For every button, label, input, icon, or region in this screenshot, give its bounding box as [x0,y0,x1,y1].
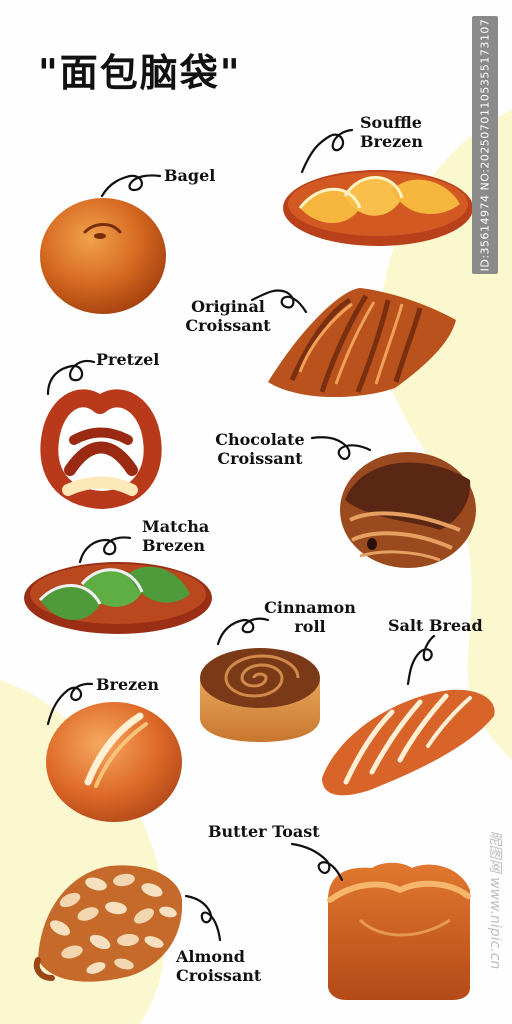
watermark-site: 昵图网 www.nipic.cn [486,790,506,1010]
watermark-id: ID:35614974 NO:20250701105355173107 [472,16,498,274]
watermark-id-text: ID:35614974 NO:20250701105355173107 [478,18,492,272]
label-souffle-brezen: Souffle Brezen [360,113,424,151]
label-salt-bread: Salt Bread [388,616,483,635]
watermark-id-background [472,16,498,274]
salt-bread-illustration [322,689,495,796]
almond-croissant-illustration [33,865,183,982]
label-almond-croissant: Almond Croissant [176,947,262,985]
souffle-brezen-illustration [283,170,473,246]
pretzel-illustration [40,389,162,509]
squiggle-original-croissant [250,289,308,314]
squiggle-almond-croissant [184,894,222,942]
label-brezen: Brezen [96,675,160,694]
squiggle-cinnamon-roll [216,617,270,646]
squiggle-chocolate-croissant [310,436,372,461]
page-title: "面包脑袋" [38,51,242,95]
squiggle-salt-bread [406,634,436,686]
squiggle-pretzel [46,359,96,396]
butter-toast-illustration [327,862,471,1000]
squiggle-bagel [100,174,162,198]
cinnamon-roll-illustration [200,648,320,742]
label-bagel: Bagel [164,166,216,185]
label-chocolate-croissant: Chocolate Croissant [215,430,305,468]
squiggle-butter-toast [290,842,344,882]
brezen-illustration [46,702,182,822]
label-matcha-brezen: Matcha Brezen [142,517,210,555]
watermark-site-text: 昵图网 www.nipic.cn [487,830,503,970]
label-original-croissant: Original Croissant [185,297,271,335]
squiggle-matcha-brezen [78,536,132,564]
squiggle-brezen [46,682,94,726]
original-croissant-illustration [268,288,456,398]
label-butter-toast: Butter Toast [208,822,320,841]
bagel-illustration [40,198,166,314]
chocolate-croissant-illustration [340,452,476,568]
label-pretzel: Pretzel [96,350,160,369]
squiggle-souffle [300,128,354,174]
label-cinnamon-roll: Cinnamon roll [264,598,356,636]
matcha-brezen-illustration [24,562,212,634]
